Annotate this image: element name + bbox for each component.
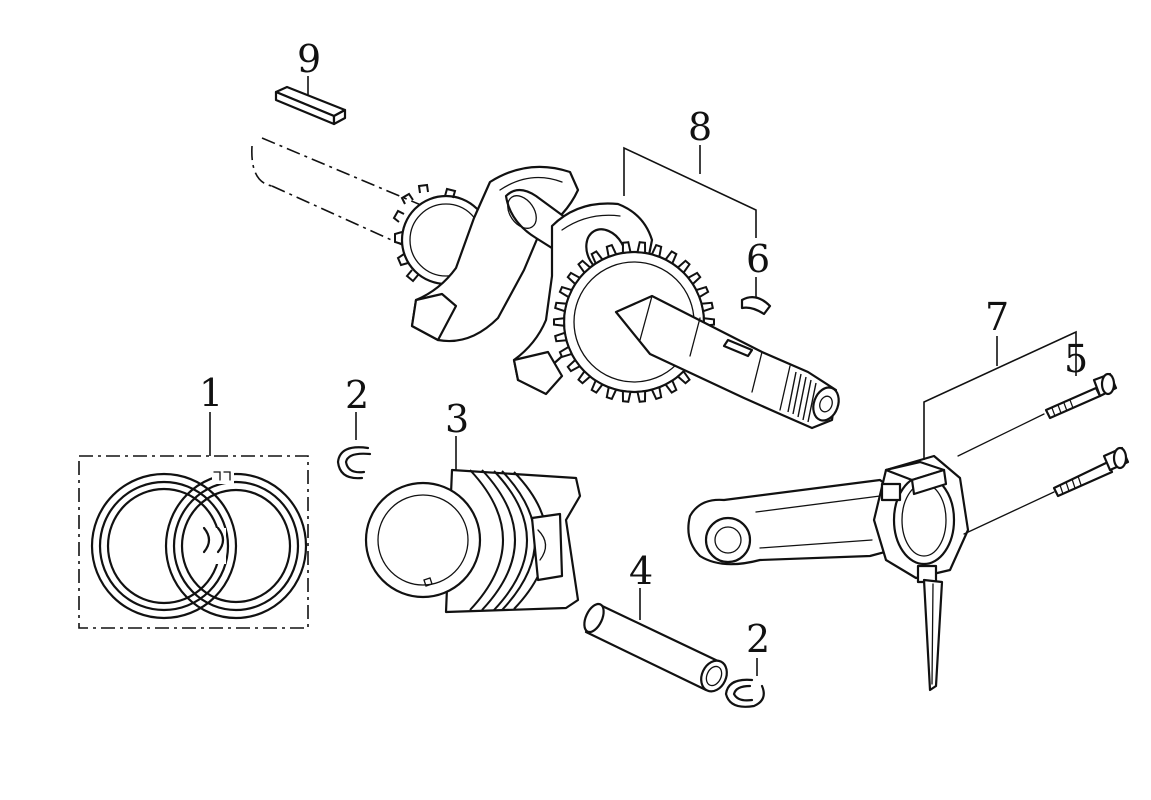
- woodruff-key-part: [740, 295, 772, 316]
- gear-tooth: [566, 271, 582, 286]
- gear-tooth: [636, 241, 647, 255]
- gear-tooth: [566, 358, 582, 373]
- piston-rings-part: [90, 470, 308, 620]
- gear-tooth: [554, 301, 568, 313]
- callout-label-7: 6: [746, 237, 770, 281]
- callout-label-6: 7: [985, 295, 1009, 339]
- callout-label-9: 9: [297, 37, 321, 81]
- callout-label-1: 1: [199, 371, 223, 415]
- gear-tooth: [605, 243, 618, 259]
- gear-tooth: [650, 385, 663, 401]
- gear-tooth: [664, 379, 678, 394]
- flat-key-part: [274, 85, 347, 126]
- gear-tooth: [686, 271, 702, 286]
- callout-label-2b: 2: [746, 617, 770, 661]
- connecting-rod-part: [687, 454, 970, 692]
- piston-pin-part: [583, 602, 728, 693]
- gear-tooth: [590, 379, 604, 394]
- gear-tooth: [694, 285, 710, 299]
- gear-tooth: [558, 345, 574, 359]
- piston-part: [364, 468, 582, 614]
- bolt-upper-part: [1044, 372, 1118, 420]
- gear-tooth: [605, 385, 618, 401]
- gear-tooth: [590, 250, 604, 265]
- callout-label-2a: 2: [345, 373, 369, 417]
- bolt-lower-part: [1052, 446, 1130, 498]
- gear-tooth: [650, 243, 663, 259]
- gear-tooth: [621, 241, 632, 255]
- gear-tooth: [636, 389, 647, 403]
- gear-tooth: [558, 285, 574, 299]
- gear-tooth: [676, 259, 691, 275]
- gear-tooth: [577, 369, 592, 385]
- gear-tooth: [664, 250, 678, 265]
- circlip-right-part: [724, 678, 765, 708]
- callout-label-8: 8: [688, 105, 712, 149]
- callout-label-5: 5: [1064, 337, 1088, 381]
- circlip-left-part: [336, 446, 372, 480]
- gear-tooth: [700, 301, 714, 313]
- gear-tooth: [676, 369, 691, 385]
- gear-tooth: [554, 331, 568, 343]
- callout-label-3: 3: [445, 397, 469, 441]
- crankshaft-part: [251, 137, 840, 430]
- gear-tooth: [553, 317, 566, 327]
- callout-label-4: 4: [629, 549, 653, 593]
- gear-tooth: [577, 259, 592, 275]
- gear-tooth: [621, 389, 632, 403]
